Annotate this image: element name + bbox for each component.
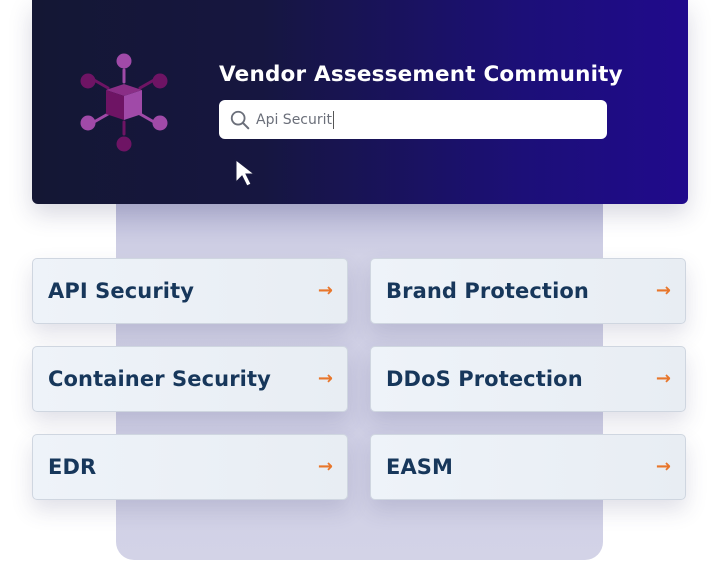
category-label: API Security bbox=[48, 279, 195, 303]
category-card-brand-protection[interactable]: Brand Protection → bbox=[370, 258, 686, 324]
arrow-right-icon: → bbox=[655, 280, 671, 301]
category-label: EDR bbox=[48, 455, 97, 479]
category-label: EASM bbox=[386, 455, 454, 479]
mouse-pointer-icon bbox=[235, 158, 256, 187]
category-card-container-security[interactable]: Container Security → bbox=[32, 346, 348, 412]
arrow-right-icon: → bbox=[317, 456, 333, 477]
arrow-right-icon: → bbox=[317, 368, 333, 389]
category-card-edr[interactable]: EDR → bbox=[32, 434, 348, 500]
network-cube-icon bbox=[80, 53, 168, 152]
arrow-right-icon: → bbox=[317, 280, 333, 301]
arrow-right-icon: → bbox=[655, 368, 671, 389]
arrow-right-icon: → bbox=[655, 456, 671, 477]
page-title: Vendor Assessement Community bbox=[219, 62, 623, 87]
search-input[interactable]: Api Securit bbox=[219, 100, 607, 139]
category-card-api-security[interactable]: API Security → bbox=[32, 258, 348, 324]
search-value[interactable]: Api Securit bbox=[256, 110, 335, 129]
category-label: DDoS Protection bbox=[386, 367, 583, 391]
category-card-ddos-protection[interactable]: DDoS Protection → bbox=[370, 346, 686, 412]
category-card-easm[interactable]: EASM → bbox=[370, 434, 686, 500]
category-label: Brand Protection bbox=[386, 279, 589, 303]
header-banner: Vendor Assessement Community Api Securit bbox=[32, 0, 688, 204]
category-label: Container Security bbox=[48, 367, 271, 391]
search-icon bbox=[230, 110, 250, 129]
